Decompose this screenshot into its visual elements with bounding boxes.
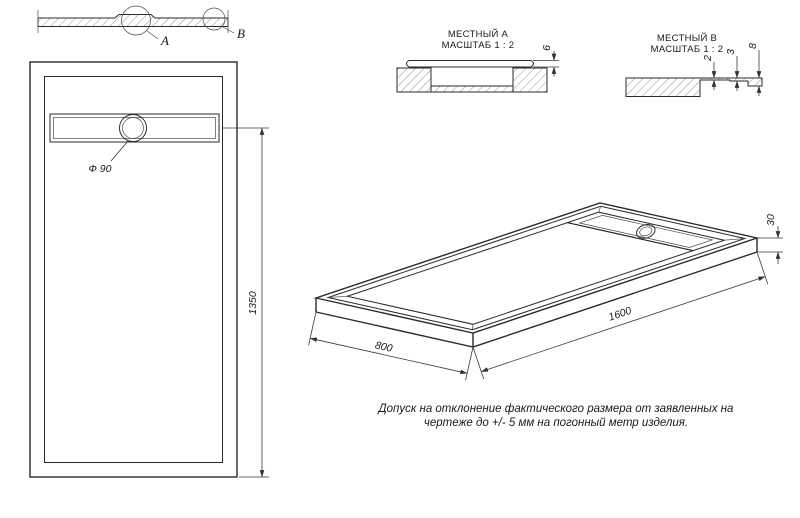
iso-length-dimension-lines <box>472 251 769 380</box>
detail-b-dim-2: 2 <box>702 55 714 62</box>
detail-b-dim-3: 3 <box>725 49 737 55</box>
section-view: A B <box>37 5 245 48</box>
iso-width-dimension: 800 <box>374 339 394 355</box>
drain-channel-inner <box>53 117 216 139</box>
detail-circle-a <box>121 5 151 36</box>
section-extent-ticks <box>37 10 229 33</box>
drain-strip-outer <box>565 211 727 252</box>
iso-height-dimension: 30 <box>765 214 777 226</box>
tray-outer-edge <box>29 61 238 478</box>
detail-b-title: МЕСТНЫЙ В <box>657 32 717 44</box>
plan-length-dimension: 1350 <box>247 291 259 315</box>
tray-inner-edge <box>44 76 223 463</box>
detail-view-b: МЕСТНЫЙ В МАСШТАБ 1 : 2 2 3 8 <box>625 32 763 97</box>
iso-drain-inner <box>639 226 653 237</box>
tray-rim-outer <box>313 202 760 334</box>
drain-diameter-leader <box>110 140 129 162</box>
note-line-2: чертеже до +/- 5 мм на погонный метр изд… <box>424 417 688 429</box>
detail-marker-leaders <box>146 26 235 40</box>
detail-a-drain-cover <box>406 60 534 68</box>
iso-width-dimension-lines <box>308 311 474 381</box>
basin-corner-connectors <box>327 206 746 330</box>
detail-marker-a-label: A <box>160 33 169 48</box>
drain-channel-outer <box>49 113 220 143</box>
detail-marker-b-label: B <box>237 26 245 41</box>
isometric-view: 800 1600 30 <box>308 202 783 381</box>
iso-length-dimension: 1600 <box>607 305 633 324</box>
drain-strip-inner <box>578 215 714 248</box>
tolerance-note: Допуск на отклонение фактического размер… <box>377 403 734 429</box>
detail-a-right-block <box>512 67 548 93</box>
drain-diameter-label: Ф 90 <box>89 163 112 175</box>
detail-b-dim-8: 8 <box>747 43 759 49</box>
iso-height-dimension-lines <box>757 226 783 264</box>
iso-drain-outer <box>636 224 656 239</box>
detail-circle-b <box>202 7 226 31</box>
section-strip <box>37 14 229 27</box>
plan-length-dimension-lines <box>222 127 269 478</box>
detail-a-scale: МАСШТАБ 1 : 2 <box>442 40 515 51</box>
detail-b-scale: МАСШТАБ 1 : 2 <box>651 44 724 55</box>
detail-a-title: МЕСТНЫЙ А <box>448 28 509 40</box>
detail-a-thickness-dimension-lines <box>533 51 559 77</box>
note-line-1: Допуск на отклонение фактического размер… <box>377 403 734 415</box>
detail-b-profile <box>625 77 763 97</box>
detail-view-a: МЕСТНЫЙ А МАСШТАБ 1 : 2 6 <box>396 28 559 93</box>
detail-a-left-block <box>396 67 432 93</box>
drain-cover-outer <box>119 114 147 142</box>
drain-cover-inner <box>122 117 144 139</box>
detail-a-channel-floor <box>430 85 514 93</box>
detail-a-thickness-dimension: 6 <box>541 45 553 51</box>
plan-view: Ф 90 1350 <box>29 61 269 478</box>
